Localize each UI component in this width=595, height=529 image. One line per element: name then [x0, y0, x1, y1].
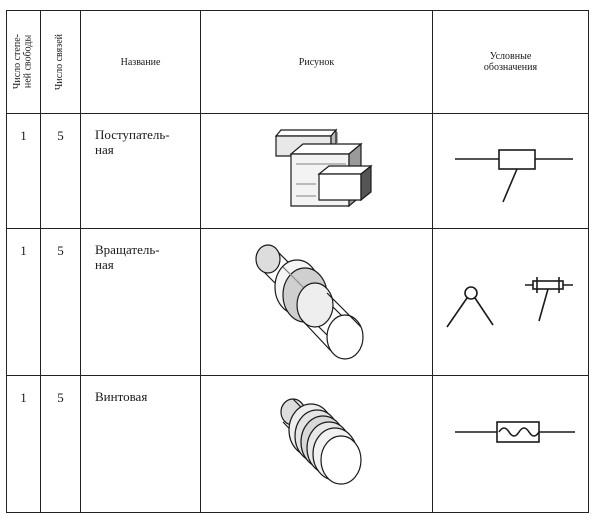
table-header-row: Число степе- ней свободы Число связей На… — [6, 10, 589, 114]
prismatic-joint-symbol-icon — [455, 149, 573, 203]
header-symbols-label: Условные обозначения — [483, 51, 538, 73]
cell-dof: 1 — [6, 228, 41, 376]
header-name: Название — [80, 10, 201, 114]
cell-picture — [200, 113, 433, 229]
cell-name: Вращатель- ная — [80, 228, 201, 376]
dof-value: 1 — [20, 390, 27, 405]
header-dof: Число степе- ней свободы — [6, 10, 41, 114]
dof-value: 1 — [20, 243, 27, 258]
pair-name: Поступатель- ная — [95, 127, 170, 157]
kinematic-pairs-table: Число степе- ней свободы Число связей На… — [6, 10, 589, 513]
revolute-joint-symbol-icon — [446, 277, 573, 328]
pair-name: Винтовая — [95, 389, 148, 404]
table-row: 1 5 Винтовая — [6, 375, 589, 513]
screw-joint-drawing-icon — [280, 398, 362, 485]
header-picture: Рисунок — [200, 10, 433, 114]
cell-symbol — [432, 113, 589, 229]
screw-joint-symbol-icon — [455, 421, 575, 443]
cell-links: 5 — [40, 228, 81, 376]
cell-picture — [200, 375, 433, 513]
header-dof-label: Число степе- ней свободы — [12, 34, 34, 90]
dof-value: 1 — [20, 128, 27, 143]
cell-name: Поступатель- ная — [80, 113, 201, 229]
header-symbols: Условные обозначения — [432, 10, 589, 114]
table-row: 1 5 Вращатель- ная — [6, 228, 589, 376]
table-row: 1 5 Поступатель- ная — [6, 113, 589, 229]
header-name-label: Название — [120, 56, 161, 68]
header-picture-label: Рисунок — [298, 56, 335, 68]
header-links-label: Число связей — [54, 33, 66, 91]
cell-symbol — [432, 375, 589, 513]
prismatic-joint-drawing-icon — [274, 128, 373, 208]
cell-name: Винтовая — [80, 375, 201, 513]
cell-links: 5 — [40, 113, 81, 229]
pair-name: Вращатель- ная — [95, 242, 160, 272]
cell-dof: 1 — [6, 375, 41, 513]
cell-symbol — [432, 228, 589, 376]
revolute-joint-drawing-icon — [255, 244, 364, 360]
links-value: 5 — [57, 390, 64, 405]
cell-links: 5 — [40, 375, 81, 513]
cell-picture — [200, 228, 433, 376]
links-value: 5 — [57, 243, 64, 258]
links-value: 5 — [57, 128, 64, 143]
cell-dof: 1 — [6, 113, 41, 229]
header-links: Число связей — [40, 10, 81, 114]
